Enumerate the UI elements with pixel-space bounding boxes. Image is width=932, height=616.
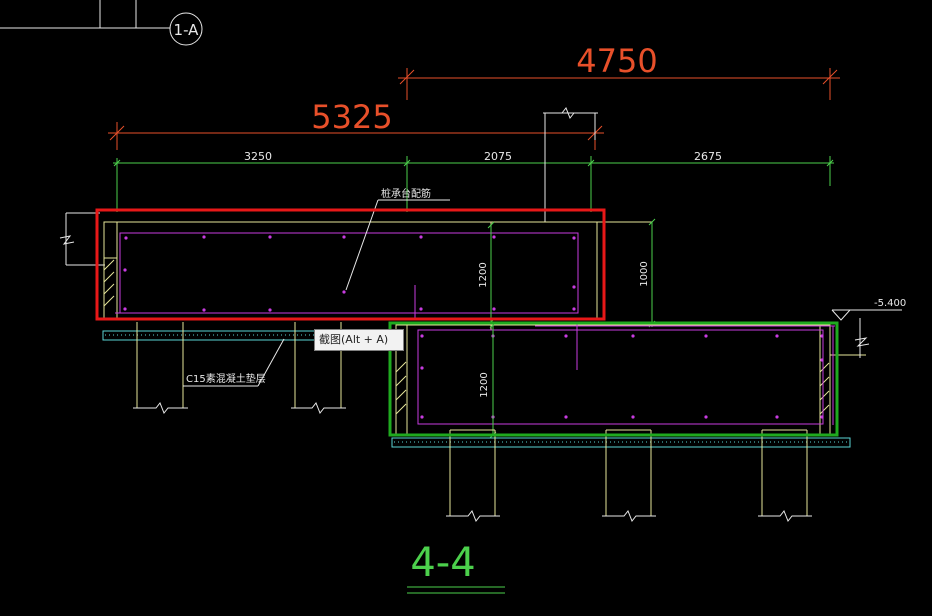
- right-pile-cap: [395, 324, 866, 436]
- vertical-dimension-left: [487, 218, 656, 328]
- right-pile-breaks: [446, 510, 812, 522]
- dimension-2075: 2075: [484, 150, 512, 163]
- elevation-marker: [831, 309, 902, 358]
- vertical-dimension-right: [489, 321, 497, 439]
- dimension-2675: 2675: [694, 150, 722, 163]
- right-cushion: [391, 437, 851, 448]
- elevation-value: -5.400: [874, 298, 906, 309]
- dimension-line-4750: [398, 68, 840, 100]
- cushion-leader: [183, 338, 285, 387]
- right-wall-hatch: [395, 361, 830, 415]
- dimension-chain-small: [113, 156, 834, 212]
- vertical-dim-1000: 1000: [639, 261, 650, 286]
- section-reference: [0, 0, 203, 46]
- left-rebar-cage: [115, 232, 579, 318]
- right-rebar-cage: [417, 322, 835, 425]
- section-bubble: [169, 12, 203, 46]
- dimension-4750: 4750: [576, 42, 657, 80]
- section-title: 4-4: [410, 540, 475, 586]
- left-pile-cap: [103, 221, 652, 330]
- right-piles: [449, 429, 808, 516]
- left-rebar-dots: [123, 235, 576, 312]
- rebar-leader: [345, 199, 450, 291]
- screenshot-tooltip: 截图(Alt + A): [314, 329, 404, 351]
- left-wall-stub: [59, 212, 105, 266]
- left-pile-breaks: [133, 402, 346, 414]
- label-pile-cap-rebar: 桩承台配筋: [381, 187, 431, 200]
- section-title-underline: [407, 586, 505, 594]
- left-piles: [136, 322, 342, 408]
- label-concrete-cushion: C15素混凝土垫层: [186, 372, 266, 385]
- left-wall-hatch: [103, 259, 115, 307]
- vertical-dim-1200-top: 1200: [478, 262, 489, 287]
- column-stub: [543, 107, 598, 222]
- dimension-3250: 3250: [244, 150, 272, 163]
- highlight-box-red: [95, 208, 606, 321]
- highlight-box-green: [388, 321, 839, 437]
- vertical-dim-1200-bottom: 1200: [479, 372, 490, 397]
- section-mark: 1-A: [174, 21, 200, 39]
- dimension-5325: 5325: [311, 98, 392, 136]
